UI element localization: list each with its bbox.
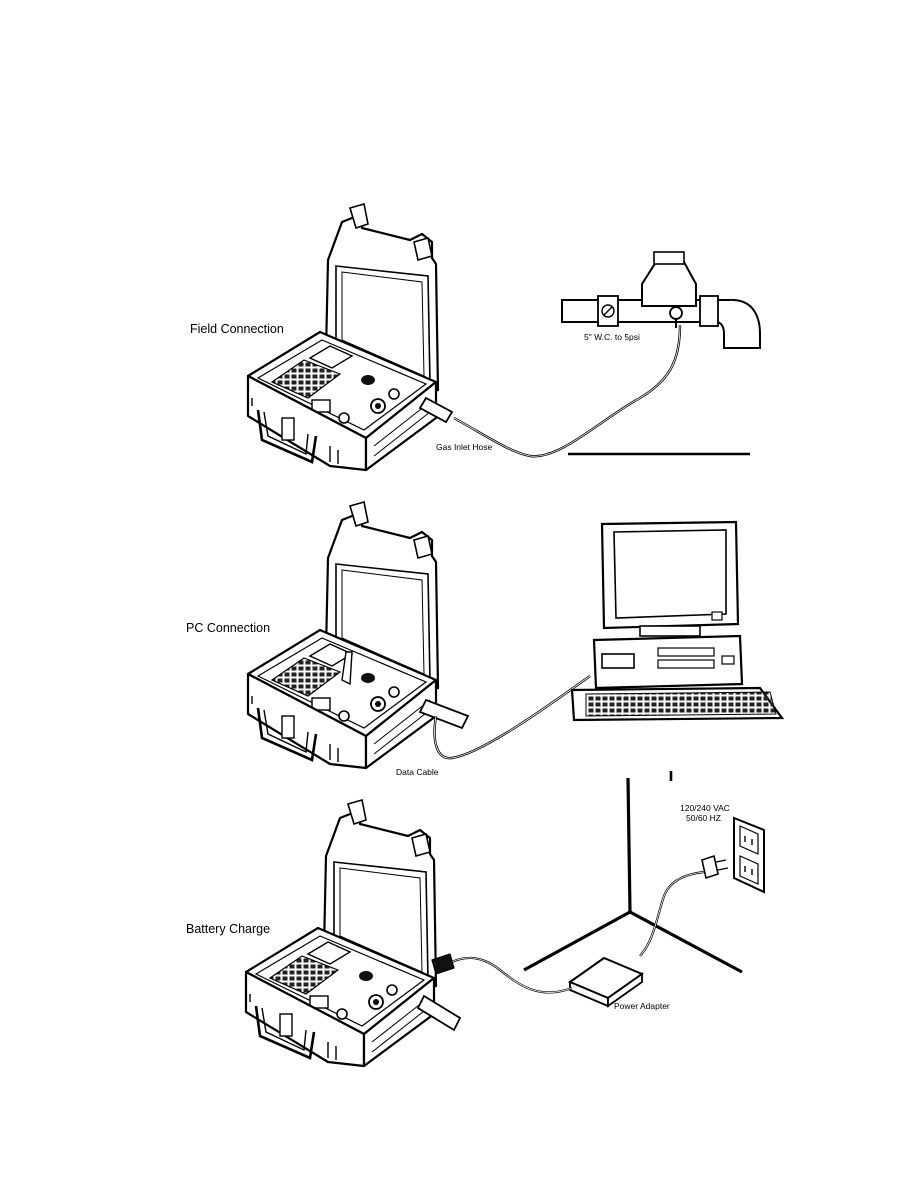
field-connection-panel (246, 202, 761, 472)
room-corner (523, 771, 743, 974)
pc-connection-panel (246, 500, 785, 770)
gas-inlet-hose (453, 324, 682, 458)
field-connection-title: Field Connection (190, 322, 284, 336)
desktop-computer-icon (570, 520, 785, 722)
charging-cable (447, 956, 573, 994)
instrument-case-icon (246, 202, 454, 472)
pc-connection-title: PC Connection (186, 621, 271, 635)
gas-regulator-icon (561, 251, 761, 349)
frequency-label: 50/60 HZ (686, 813, 721, 823)
instrument-case-icon (246, 500, 470, 770)
wall-outlet-icon (733, 816, 765, 894)
gas-inlet-hose-label: Gas Inlet Hose (436, 442, 493, 452)
power-adapter-label: Power Adapter (614, 1001, 670, 1011)
pressure-label: 5" W.C. to 5psi (584, 332, 640, 342)
instrument-case-icon (244, 798, 462, 1068)
battery-charge-title: Battery Charge (186, 922, 271, 936)
voltage-label: 120/240 VAC (680, 803, 730, 813)
data-cable-label: Data Cable (396, 767, 439, 777)
battery-charge-panel (244, 771, 765, 1068)
power-adapter-icon (567, 956, 645, 1008)
